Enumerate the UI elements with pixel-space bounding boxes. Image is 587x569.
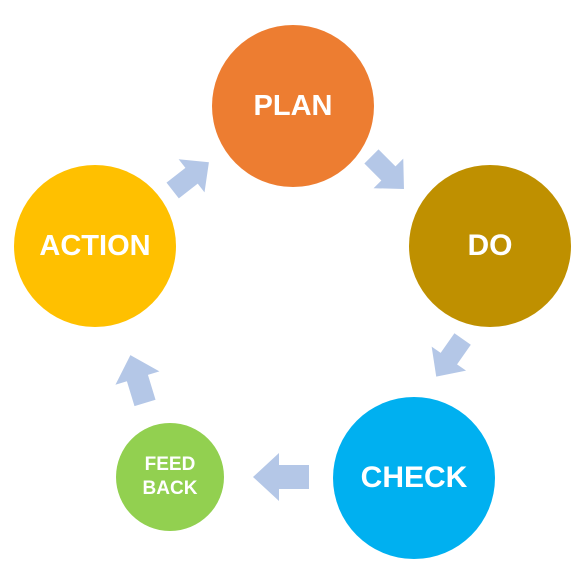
node-plan-label: PLAN xyxy=(253,89,333,122)
arrow-feedback-to-action xyxy=(115,355,160,407)
node-action: ACTION xyxy=(14,165,176,327)
node-do: DO xyxy=(409,165,571,327)
arrow-do-to-check xyxy=(431,333,471,377)
arrow-plan-to-do xyxy=(364,149,404,189)
node-check-label: CHECK xyxy=(360,461,468,494)
node-plan: PLAN xyxy=(212,25,374,187)
arrow-check-to-feedback xyxy=(253,453,309,501)
node-feedback-label: FEED BACK xyxy=(142,454,198,499)
node-check: CHECK xyxy=(333,397,495,559)
node-feedback: FEED BACK xyxy=(116,423,224,531)
node-action-label: ACTION xyxy=(39,229,151,262)
arrow-action-to-plan xyxy=(166,159,209,199)
node-do-label: DO xyxy=(467,229,513,262)
